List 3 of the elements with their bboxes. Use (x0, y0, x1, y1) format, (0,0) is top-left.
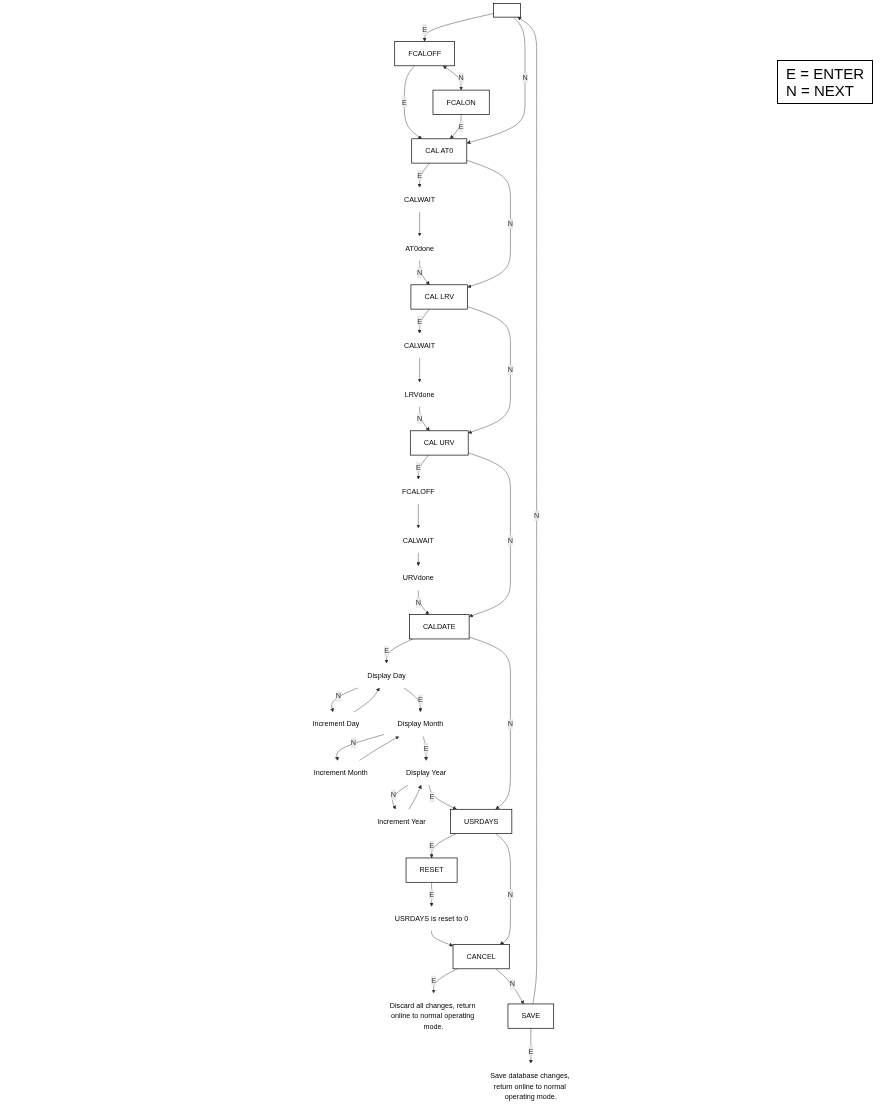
key-text: E = ENTER (786, 65, 864, 82)
key-text: N = NEXT (786, 82, 855, 99)
node-box (493, 3, 521, 18)
